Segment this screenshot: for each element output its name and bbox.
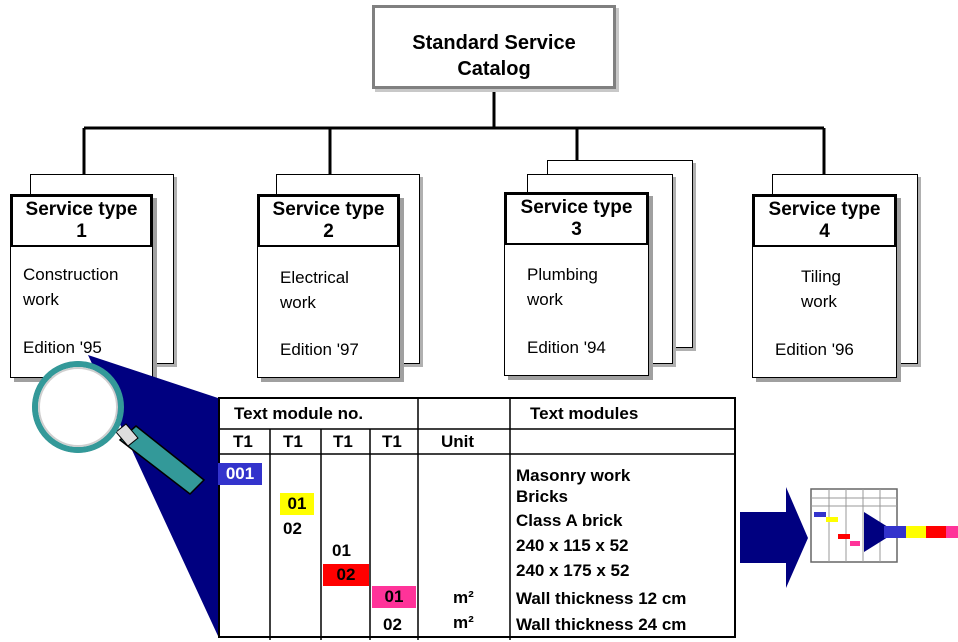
col-t1-c: T1 [333, 432, 353, 451]
header-text-module-no: Text module no. [234, 404, 364, 423]
text-module-table: Text module no. Text modules T1 T1 T1 T1… [218, 397, 736, 640]
code-02-class-a: 02 [283, 519, 302, 538]
gantt-chart-icon [810, 488, 958, 563]
card2-number: 2 [323, 221, 334, 242]
code-001-highlight: 001 [218, 463, 262, 485]
output-arrow [740, 487, 808, 588]
card4-title: Service type [768, 199, 881, 220]
card3-edition: Edition '94 [527, 338, 606, 357]
card1-number: 1 [76, 221, 87, 242]
card2-desc-line1: Electrical [280, 268, 349, 287]
catalog-title-line1: Standard Service [412, 32, 576, 54]
card4-header: Service type 4 [753, 195, 896, 247]
card3-header: Service type 3 [505, 193, 648, 245]
text-masonry-work: Masonry work [516, 466, 631, 485]
unit-wall24: m² [453, 613, 474, 632]
card4-desc-line2: work [801, 292, 837, 311]
header-text-modules: Text modules [530, 404, 639, 423]
text-size-240-115-52: 240 x 115 x 52 [516, 536, 629, 555]
service-type-card-2: Service type 2 Electrical work Edition '… [257, 194, 400, 378]
service-type-card-1: Service type 1 Construction work Edition… [10, 194, 153, 378]
col-t1-a: T1 [233, 432, 253, 451]
code-02-wall24: 02 [383, 615, 402, 634]
text-wall-thickness-24: Wall thickness 24 cm [516, 615, 687, 634]
col-t1-d: T1 [382, 432, 402, 451]
code-01-bricks-highlight: 01 [280, 493, 314, 515]
card3-title: Service type [520, 197, 633, 218]
card1-desc-line1: Construction [23, 265, 119, 284]
text-wall-thickness-12: Wall thickness 12 cm [516, 589, 687, 608]
card2-edition: Edition '97 [280, 340, 359, 359]
card3-desc-line2: work [527, 290, 563, 309]
service-type-card-3: Service type 3 Plumbing work Edition '94 [504, 192, 649, 376]
text-bricks: Bricks [516, 487, 568, 506]
card4-edition: Edition '96 [775, 340, 854, 359]
card1-title: Service type [25, 199, 138, 220]
code-01-wall12-highlight: 01 [372, 586, 416, 608]
text-size-240-175-52: 240 x 175 x 52 [516, 561, 630, 580]
code-02-size2-highlight: 02 [323, 564, 369, 586]
card1-edition: Edition '95 [23, 338, 102, 357]
card2-desc-line2: work [280, 293, 316, 312]
catalog-title-line2: Catalog [457, 58, 531, 80]
card4-number: 4 [819, 221, 830, 242]
card3-number: 3 [571, 219, 582, 240]
text-class-a-brick: Class A brick [516, 511, 623, 530]
card2-header: Service type 2 [258, 195, 399, 247]
standard-service-catalog-box: Standard Service Catalog [372, 5, 616, 89]
col-unit: Unit [441, 432, 475, 451]
service-type-card-4: Service type 4 Tiling work Edition '96 [752, 194, 897, 378]
card4-desc-line1: Tiling [801, 267, 841, 286]
col-t1-b: T1 [283, 432, 303, 451]
card3-desc-line1: Plumbing [527, 265, 598, 284]
card2-title: Service type [272, 199, 385, 220]
unit-wall12: m² [453, 588, 474, 607]
table-grid-lines [220, 399, 736, 640]
card1-desc-line2: work [23, 290, 59, 309]
code-01-size1: 01 [332, 541, 351, 560]
card1-header: Service type 1 [11, 195, 152, 247]
